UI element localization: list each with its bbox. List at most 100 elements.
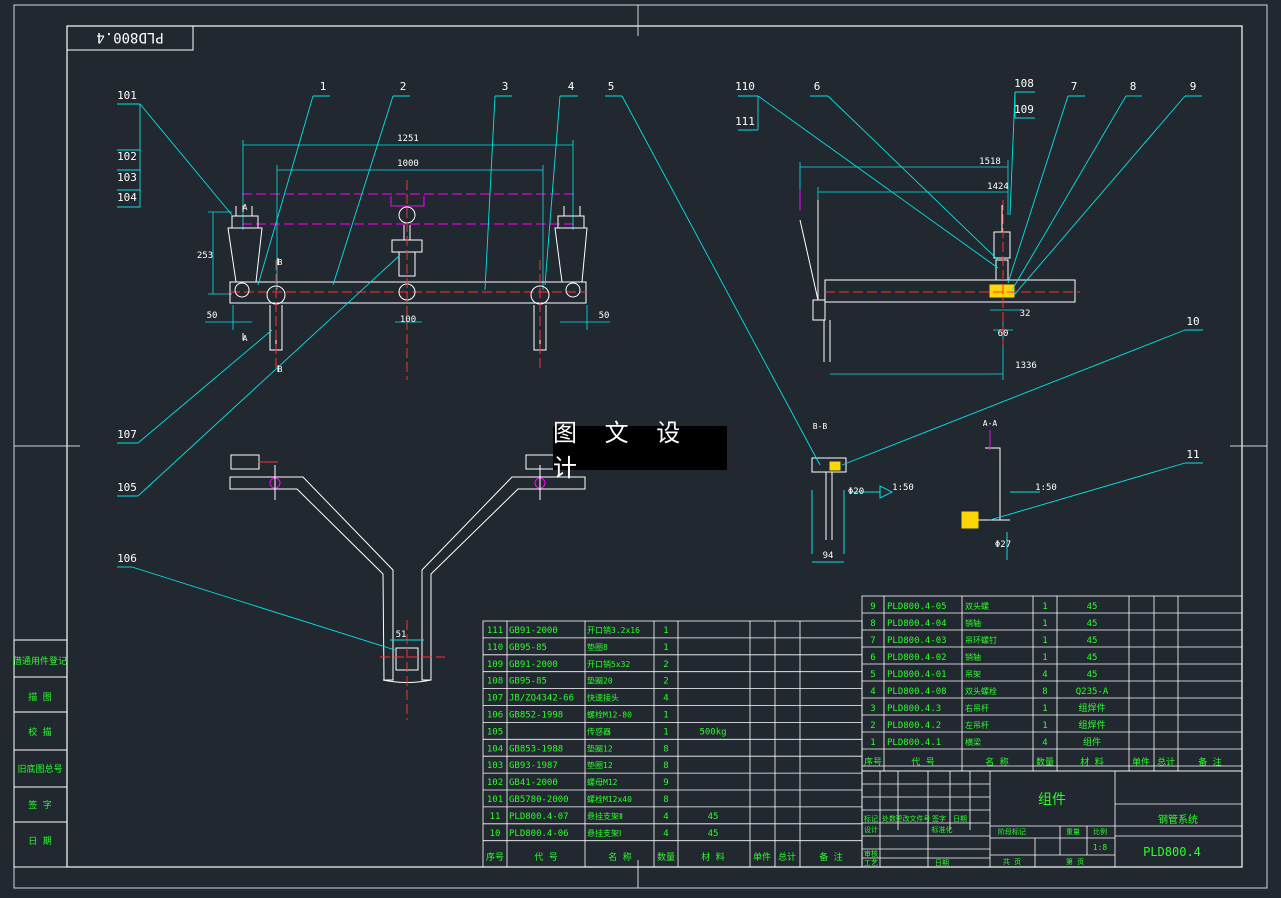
bom-cell: 101 — [487, 795, 503, 805]
left-strip-label: 日 期 — [28, 836, 51, 847]
bom-cell: PLD800.4.2 — [887, 721, 941, 731]
bom-cell: 8 — [663, 744, 668, 754]
bom-header: 材 料 — [701, 851, 724, 863]
bom-cell: PLD800.4-07 — [509, 812, 569, 822]
bom-header: 名 称 — [985, 756, 1008, 768]
bom-cell: 109 — [487, 660, 503, 670]
title-block-label: 审核 — [864, 849, 878, 858]
bom-cell: 111 — [487, 626, 503, 636]
bom-cell: 左吊杆 — [965, 720, 989, 730]
callout-number: 8 — [1130, 80, 1137, 93]
bom-cell: 垫圈8 — [587, 642, 608, 652]
bom-cell: 2 — [663, 677, 668, 687]
title-block-label: 第 页 — [1066, 857, 1084, 866]
leader-lines — [117, 91, 1203, 651]
bom-cell: 3 — [870, 704, 875, 714]
scale-value: 1:8 — [1093, 843, 1108, 852]
left-strip-label: 描 图 — [28, 691, 51, 703]
callout-number: 6 — [814, 80, 821, 93]
bom-cell: 1 — [1042, 704, 1047, 714]
bom-cell: 45 — [1087, 619, 1098, 629]
bom-cell: 7 — [870, 636, 875, 646]
left-strip-label: 校 描 — [28, 726, 51, 738]
bom-cell: 开口销3.2x16 — [587, 625, 640, 635]
callout-number: 9 — [1190, 80, 1197, 93]
section-bb — [811, 457, 894, 563]
section-label: A-A — [983, 419, 998, 428]
callout-number: 110 — [735, 80, 755, 93]
dimension-label: 50 — [207, 311, 218, 321]
dimension-label: 94 — [823, 551, 834, 561]
bom-cell: PLD800.4-06 — [509, 829, 569, 839]
title-block-label: 比例 — [1093, 827, 1107, 836]
title-block-label: 日期 — [953, 815, 967, 823]
bom-cell: 2 — [663, 660, 668, 670]
bom-cell: 45 — [1087, 602, 1098, 612]
bom-cell: 垫圈12 — [587, 760, 613, 770]
bom-cell: GB5780-2000 — [509, 795, 569, 805]
bom-header: 备 注 — [819, 851, 842, 863]
bom-cell: 横梁 — [965, 737, 981, 747]
bom-cell: 1 — [1042, 602, 1047, 612]
title-block-label: 标准化 — [932, 825, 953, 834]
bom-cell: 4 — [663, 829, 668, 839]
bom-cell: 4 — [1042, 738, 1047, 748]
dimension-label: 100 — [400, 315, 416, 325]
bom-header: 总计 — [1157, 756, 1175, 768]
title-block — [861, 770, 1243, 868]
title-block-label: 设计 — [864, 825, 878, 834]
bom-cell: 4 — [1042, 670, 1047, 680]
callout-number: 109 — [1014, 103, 1034, 116]
bom-cell: 吊环螺钉 — [965, 635, 997, 645]
product-name: 钢管系统 — [1158, 813, 1198, 826]
bom-cell: 4 — [663, 812, 668, 822]
bom-cell: PLD800.4-05 — [887, 602, 947, 612]
left-strip-label: 借通用件登记 — [13, 655, 67, 667]
bom-cell: 销轴 — [965, 618, 981, 628]
bom-cell: 悬挂支架Ⅱ — [587, 811, 623, 821]
bom-cell: PLD800.4.1 — [887, 738, 941, 748]
bom-header: 材 料 — [1080, 756, 1103, 768]
bom-cell: 2 — [870, 721, 875, 731]
dimension-label: 50 — [599, 311, 610, 321]
bom-cell: 9 — [663, 778, 668, 788]
bom-header: 名 称 — [608, 851, 631, 863]
v-frame-view — [229, 454, 586, 720]
title-block-label: 日期 — [935, 859, 949, 867]
bom-cell: GB853-1988 — [509, 744, 563, 754]
bom-cell: 开口销5x32 — [587, 659, 630, 669]
bom-header: 备 注 — [1198, 756, 1221, 768]
callout-number: 108 — [1014, 77, 1034, 90]
bom-cell: GB41-2000 — [509, 778, 558, 788]
bom-cell: 45 — [1087, 653, 1098, 663]
bom-cell: 107 — [487, 694, 503, 704]
callout-number: 105 — [117, 481, 137, 494]
bom-cell: 1 — [663, 727, 668, 737]
left-strip-label: 签 字 — [28, 799, 51, 811]
bom-cell: 螺母M12 — [587, 777, 618, 787]
bom-cell: 螺栓M12x40 — [587, 794, 632, 804]
bom-cell: 10 — [490, 829, 501, 839]
callout-number: 107 — [117, 428, 137, 441]
bom-cell: 组焊件 — [1078, 719, 1105, 731]
dimension-label: 1:50 — [892, 483, 914, 493]
bom-cell: 104 — [487, 744, 503, 754]
bom-header: 序号 — [864, 756, 882, 768]
bom-cell: PLD800.4-08 — [887, 687, 947, 697]
dimension-label: 1:50 — [1035, 483, 1057, 493]
callout-number: 7 — [1071, 80, 1078, 93]
bom-cell: PLD800.4.3 — [887, 704, 941, 714]
bom-cell: 8 — [1042, 687, 1047, 697]
bom-cell: 1 — [1042, 619, 1047, 629]
top-code-box — [66, 25, 194, 51]
bom-header: 总计 — [778, 851, 796, 863]
dimension-label: 32 — [1020, 309, 1031, 319]
bom-cell: 组件 — [1083, 736, 1101, 748]
bom-cell: 102 — [487, 778, 503, 788]
drawing-code: PLD800.4 — [1143, 845, 1201, 859]
bom-header: 单件 — [1132, 756, 1150, 768]
dimension-label: Φ27 — [995, 540, 1011, 550]
bom-cell: GB95-85 — [509, 677, 547, 687]
dimension-label: 1424 — [987, 182, 1009, 192]
section-label: B-B — [813, 422, 828, 431]
